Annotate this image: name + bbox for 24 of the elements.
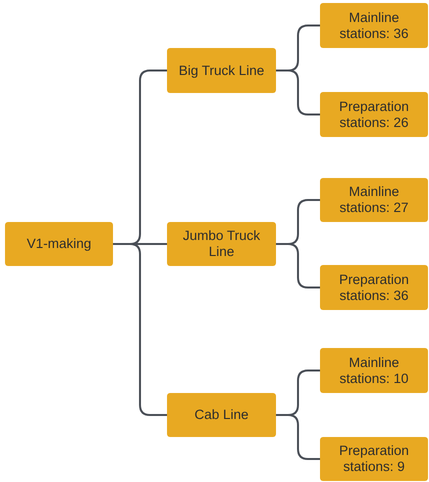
- node-label: Cab Line: [194, 407, 249, 423]
- topic-box: [167, 393, 276, 437]
- topic-box: [320, 265, 428, 310]
- node-label: Jumbo Truck Line: [182, 228, 262, 260]
- node-label: V1-making: [26, 236, 92, 252]
- node-label: Mainline stations: 27: [338, 184, 410, 216]
- topic-box: [167, 48, 276, 93]
- node-label: Big Truck Line: [178, 62, 264, 78]
- node-label: Mainline stations: 36: [338, 10, 410, 42]
- topic-box: [320, 178, 428, 222]
- node-label: Preparation stations: 26: [338, 98, 410, 130]
- topic-box: [320, 348, 428, 393]
- connector-line: [113, 243, 167, 416]
- connector-line: [276, 70, 320, 116]
- connector-line: [276, 243, 320, 288]
- node-label: Mainline stations: 10: [338, 354, 410, 386]
- topic-box: [320, 437, 428, 481]
- connector-line: [276, 414, 320, 460]
- topic-box: [320, 92, 428, 137]
- topic-box: [320, 3, 428, 48]
- node-label: Preparation stations: 36: [338, 272, 410, 304]
- topic-box: [167, 222, 276, 266]
- root-box: [5, 222, 113, 266]
- node-label: Preparation stations: 9: [338, 443, 410, 475]
